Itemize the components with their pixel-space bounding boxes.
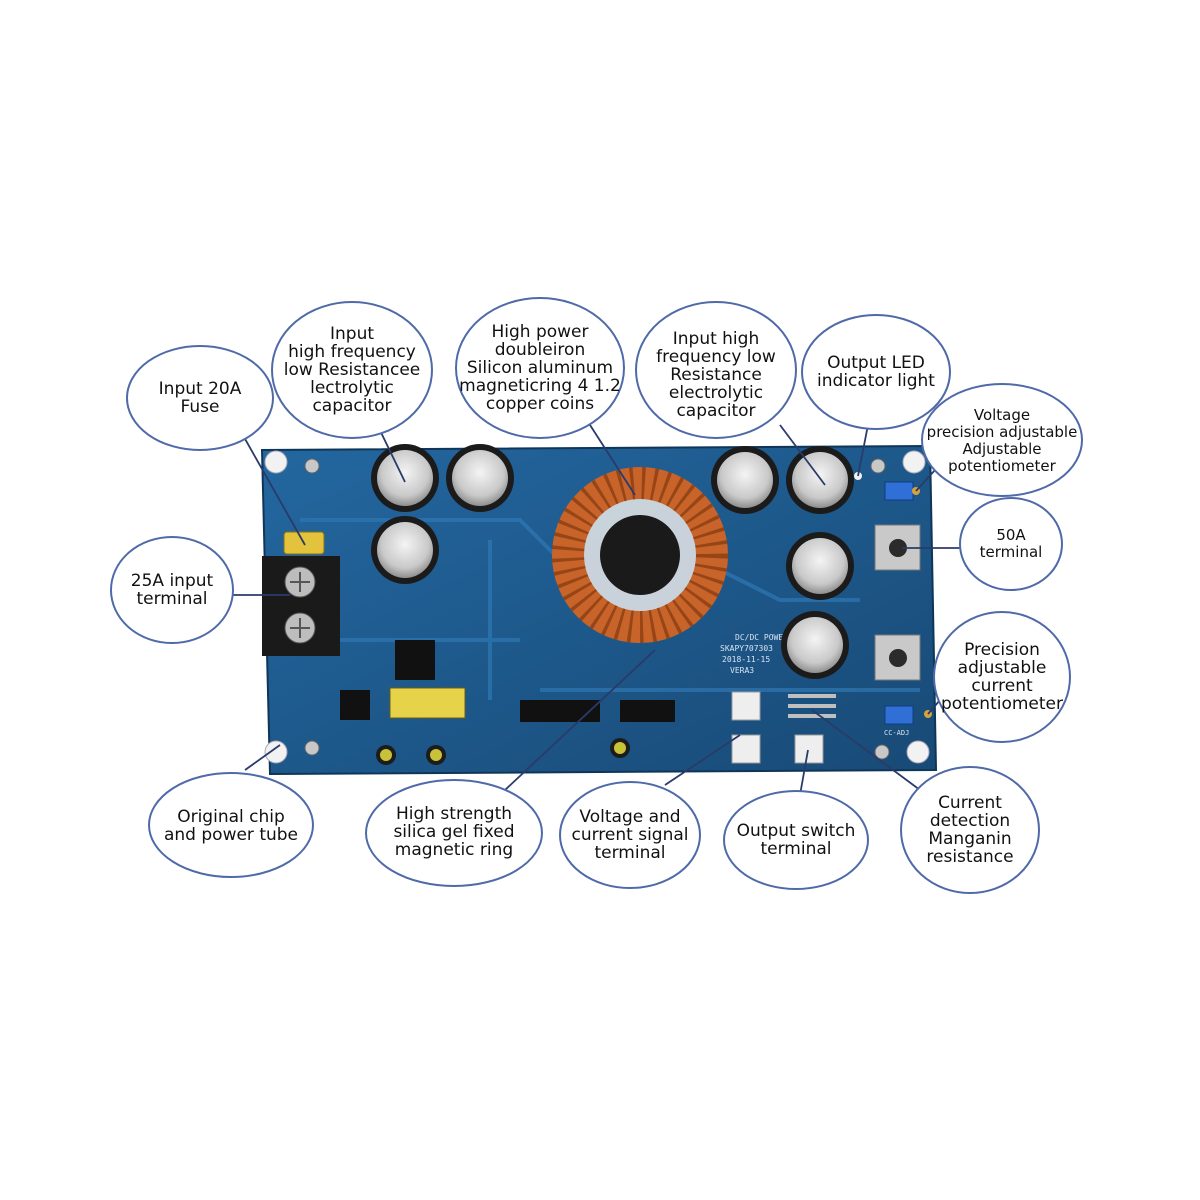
label-25a-input-terminal: 25A input terminal	[130, 571, 214, 609]
label-signal-terminal: Voltage and current signal terminal	[571, 807, 689, 863]
output-capacitors-right	[711, 446, 854, 679]
bubble-voltage-pot	[921, 383, 1083, 497]
bubble-chip-power-tube	[148, 772, 314, 878]
bubble-input-cap-left	[271, 301, 433, 439]
silkscreen-model: DC/DC POWER	[735, 633, 788, 642]
toroid-inductor	[552, 467, 728, 643]
bubble-input-cap-right	[635, 301, 797, 439]
bubble-output-switch	[723, 790, 869, 890]
callout-bubbles	[110, 297, 1083, 894]
power-chips	[340, 640, 675, 722]
input-capacitors-left	[371, 444, 514, 584]
bubble-25a-input	[110, 536, 234, 644]
label-magnetic-ring: High power doubleiron Silicon aluminum m…	[459, 322, 621, 414]
silkscreen-version: VERA3	[730, 666, 754, 675]
bubble-50a-terminal	[959, 497, 1063, 591]
label-output-led: Output LED indicator light	[817, 353, 935, 391]
manganin-shunts	[788, 694, 836, 718]
label-output-switch: Output switch terminal	[736, 821, 856, 859]
bubble-current-pot	[933, 611, 1071, 743]
bubble-output-led	[801, 314, 951, 430]
label-50a-terminal: 50A terminal	[979, 526, 1043, 561]
bubble-signal-terminal	[559, 781, 701, 889]
label-current-potentiometer: Precision adjustable current potentiomet…	[940, 640, 1063, 714]
cc-adj-silkscreen: CC-ADJ	[884, 729, 909, 737]
silkscreen-code: SKAPY707303	[720, 644, 773, 653]
label-input-capacitor-left: Input high frequency low Resistancee lec…	[283, 324, 421, 416]
output-switch-connector	[794, 734, 824, 764]
input-terminal-block	[262, 556, 340, 656]
label-voltage-potentiometer: Voltage precision adjustable Adjustable …	[926, 406, 1078, 475]
bubble-magnetic-ring	[455, 297, 625, 439]
label-silica-gel: High strength silica gel fixed magnetic …	[393, 804, 515, 860]
current-potentiometer	[884, 705, 914, 725]
label-chip-power-tube: Original chip and power tube	[163, 807, 299, 845]
label-manganin-resistance: Current detection Manganin resistance	[926, 793, 1014, 867]
label-input-fuse: Input 20A Fuse	[158, 379, 242, 417]
bubble-silica-gel	[365, 779, 543, 887]
bubble-fuse	[126, 345, 274, 451]
silkscreen-date: 2018-11-15	[722, 655, 770, 664]
small-capacitors	[376, 738, 630, 765]
signal-terminals	[731, 691, 761, 764]
bubble-manganin	[900, 766, 1040, 894]
voltage-potentiometer	[884, 481, 914, 501]
label-input-capacitor-right: Input high frequency low Resistance elec…	[656, 329, 776, 421]
